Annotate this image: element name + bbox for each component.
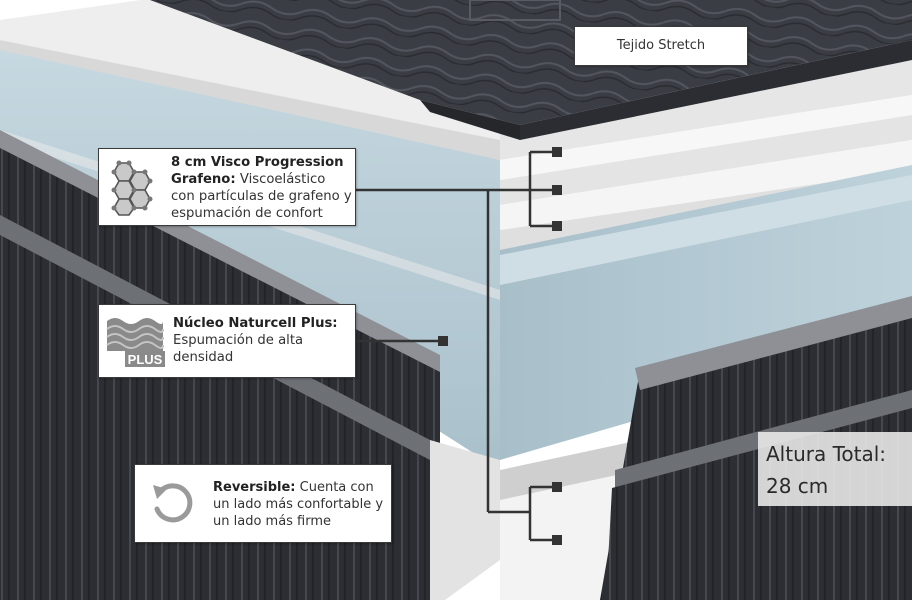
altura-label: Altura Total: bbox=[766, 442, 887, 466]
nucleo-title: Núcleo Naturcell Plus: bbox=[173, 316, 338, 331]
reversible-callout: Reversible: Cuenta con un lado más confo… bbox=[134, 464, 392, 543]
visco-title: 8 cm Visco Progression Grafeno: bbox=[171, 155, 344, 187]
rotate-icon bbox=[149, 479, 197, 531]
visco-grafeno-callout: 8 cm Visco Progression Grafeno: Viscoelá… bbox=[98, 148, 356, 226]
tejido-stretch-text: Tejido Stretch bbox=[616, 38, 706, 53]
reversible-description: Cuenta con un lado más confortable y un … bbox=[213, 480, 384, 529]
altura-value: 28 cm bbox=[766, 474, 829, 498]
nucleo-naturcell-callout: PLUS Núcleo Naturcell Plus: Espumación d… bbox=[98, 304, 356, 378]
tejido-stretch-label: Tejido Stretch bbox=[574, 26, 748, 66]
altura-total-label: Altura Total: 28 cm bbox=[758, 432, 912, 506]
connector-endpoints bbox=[438, 147, 562, 545]
nucleo-description: Espumación de alta densidad bbox=[173, 333, 304, 365]
plus-badge: PLUS bbox=[128, 352, 163, 367]
reversible-title: Reversible: bbox=[213, 480, 296, 495]
graphene-hexagon-icon bbox=[105, 157, 165, 221]
foam-plus-icon: PLUS bbox=[105, 315, 165, 371]
right-foam-block bbox=[500, 165, 912, 460]
visco-description: Viscoelástico con partículas de grafeno … bbox=[171, 172, 352, 221]
